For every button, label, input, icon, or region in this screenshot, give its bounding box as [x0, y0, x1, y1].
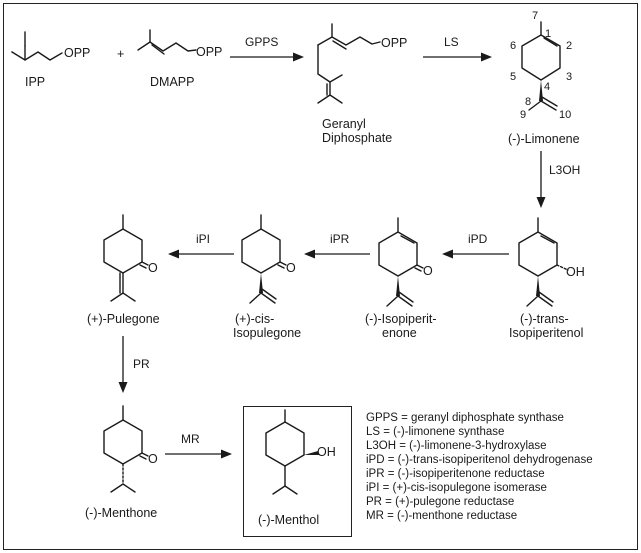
legend-item-ipd: iPD = (-)-trans-isopiperitenol dehydroge…	[366, 454, 593, 466]
ipd-arrow	[442, 249, 509, 259]
cis-isopulegone-label-line1: (+)-cis-	[235, 312, 274, 326]
outer-frame	[3, 3, 638, 550]
plus-sign: +	[117, 47, 124, 61]
dmapp-structure: OPP	[137, 29, 222, 59]
pulegone-o-label: O	[148, 261, 158, 275]
limonene-structure	[521, 21, 561, 111]
limonene-num-4: 4	[544, 81, 550, 93]
trans-isopiperitenol-label-line1: (-)-trans-	[520, 312, 569, 326]
gpps-enzyme: GPPS	[245, 35, 278, 49]
pr-arrow	[118, 336, 128, 393]
dmapp-opp-label: OPP	[196, 45, 222, 59]
legend-item-pr: PR = (+)-pulegone reductase	[366, 496, 514, 508]
limonene-num-7: 7	[532, 10, 538, 22]
isopiperitenone-structure: O	[378, 217, 433, 307]
ipp-opp-label: OPP	[64, 46, 90, 60]
limonene-num-8: 8	[525, 96, 531, 108]
pulegone-label: (+)-Pulegone	[87, 312, 160, 326]
trans-isopiperitenol-label-line2: Isopiperitenol	[509, 326, 583, 340]
limonene-num-5: 5	[510, 71, 516, 83]
mr-arrow	[165, 449, 232, 459]
mr-enzyme: MR	[181, 432, 200, 446]
menthol-structure: OH	[265, 409, 336, 495]
ipi-arrow	[168, 249, 234, 259]
gpp-structure: OPP	[317, 23, 407, 104]
legend-item-mr: MR = (-)-menthone reductase	[366, 510, 517, 522]
legend-item-ipr: iPR = (-)-isopiperitenone reductase	[366, 468, 545, 480]
menthone-label: (-)-Menthone	[85, 506, 157, 520]
menthol-oh-label: OH	[317, 445, 336, 459]
gpps-arrow	[230, 52, 304, 62]
ipi-enzyme: iPI	[196, 232, 210, 246]
trans-isopiperitenol-structure: OH	[518, 217, 585, 307]
ipd-enzyme: iPD	[468, 232, 488, 246]
pulegone-structure: O	[103, 214, 158, 302]
limonene-num-10: 10	[559, 109, 571, 121]
menthone-structure: O	[103, 405, 158, 493]
ipr-arrow	[304, 249, 370, 259]
limonene-label: (-)-Limonene	[508, 132, 580, 146]
cis-isopulegone-label-line2: Isopulegone	[233, 326, 301, 340]
cis-isopulegone-o-label: O	[286, 261, 296, 275]
menthone-o-label: O	[148, 452, 158, 466]
ipr-enzyme: iPR	[330, 232, 350, 246]
limonene-num-6: 6	[510, 40, 516, 52]
limonene-num-1: 1	[545, 28, 551, 40]
ls-arrow	[423, 52, 492, 62]
l3oh-enzyme: L3OH	[549, 163, 580, 177]
l3oh-arrow	[536, 151, 546, 208]
gpp-opp-label: OPP	[381, 36, 407, 50]
enzyme-legend: GPPS = geranyl diphosphate synthase LS =…	[366, 412, 593, 522]
ls-enzyme: LS	[444, 35, 459, 49]
dmapp-label: DMAPP	[150, 75, 194, 89]
isopiperitenone-label-line1: (-)-Isopiperit-	[365, 312, 437, 326]
limonene-num-3: 3	[566, 71, 572, 83]
menthol-box	[243, 406, 352, 537]
legend-item-ls: LS = (-)-limonene synthase	[366, 426, 504, 438]
legend-item-l3oh: L3OH = (-)-limonene-3-hydroxylase	[366, 440, 547, 452]
gpp-label-line2: Diphosphate	[322, 131, 392, 145]
cis-isopulegone-structure: O	[241, 214, 296, 304]
limonene-num-9: 9	[520, 109, 526, 121]
gpp-label-line1: Geranyl	[322, 117, 366, 131]
legend-item-ipi: iPI = (+)-cis-isopulegone isomerase	[366, 482, 547, 494]
pr-enzyme: PR	[133, 357, 150, 371]
isopiperitenol-oh-label: OH	[566, 265, 585, 279]
legend-item-gpps: GPPS = geranyl diphosphate synthase	[366, 412, 564, 424]
limonene-num-2: 2	[566, 40, 572, 52]
ipp-structure: OPP	[11, 31, 90, 61]
menthol-label: (-)-Menthol	[258, 513, 319, 527]
ipp-label: IPP	[25, 75, 45, 89]
isopiperitenone-label-line2: enone	[382, 326, 417, 340]
isopiperitenone-o-label: O	[423, 264, 433, 278]
